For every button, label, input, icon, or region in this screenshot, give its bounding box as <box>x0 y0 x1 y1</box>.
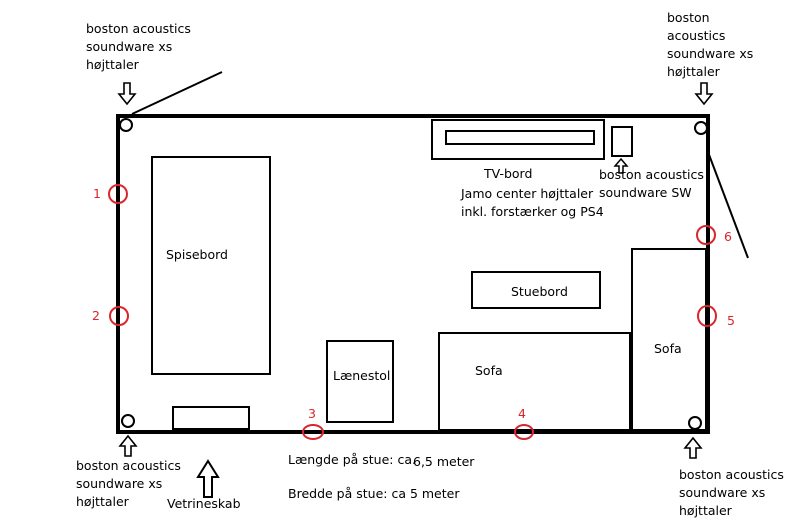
speaker-label-line: boston acoustics <box>86 21 191 36</box>
speaker-label-line: højttaler <box>679 503 732 518</box>
speaker-label-top-right: boston acoustics soundware xs højttaler <box>667 9 753 81</box>
sofa-right-label: Sofa <box>654 341 682 356</box>
width-label: Bredde på stue: ca 5 meter <box>288 486 460 501</box>
speaker-label-line: højttaler <box>86 57 139 72</box>
arrow-down-top-left <box>117 82 137 106</box>
length-value: 6,5 meter <box>413 454 475 469</box>
speaker-label-top-left: boston acoustics soundware xs højttaler <box>86 20 191 74</box>
speaker-label-line: boston acoustics <box>679 467 784 482</box>
speaker-top-right <box>694 121 708 135</box>
arrow-down-top-right <box>694 82 714 106</box>
speaker-bottom-right <box>688 416 702 430</box>
cabinet-label: Vetrineskab <box>167 496 241 511</box>
arrow-up-bottom-left <box>118 434 138 457</box>
tv-screen <box>445 130 595 145</box>
dining-table-label: Spisebord <box>166 247 228 262</box>
arrow-up-cabinet <box>196 459 220 498</box>
speaker-top-left <box>119 118 133 132</box>
length-label: Længde på stue: ca. <box>288 452 416 467</box>
tv-table-label: TV-bord <box>484 166 533 181</box>
cabinet <box>172 406 250 430</box>
marker-ellipse-5 <box>697 305 717 327</box>
speaker-label-line: soundware xs <box>667 46 754 61</box>
speaker-label-line: acoustics <box>667 28 726 43</box>
sofa-bottom <box>438 332 631 431</box>
speaker-label-bottom-left: boston acoustics soundware xs højttaler <box>76 457 181 511</box>
subwoofer-label-line: boston acoustics <box>599 167 704 182</box>
speaker-label-line: boston <box>667 10 710 25</box>
marker-ellipse-3 <box>302 424 324 440</box>
marker-number-6: 6 <box>724 229 732 244</box>
subwoofer <box>611 126 633 157</box>
door-line-top-left <box>131 71 223 115</box>
speaker-label-bottom-right: boston acoustics soundware xs højttaler <box>679 466 784 520</box>
speaker-label-line: højttaler <box>667 64 720 79</box>
tv-table <box>431 119 605 160</box>
speaker-bottom-left <box>121 414 135 428</box>
sofa-bottom-label: Sofa <box>475 363 503 378</box>
center-speaker-label-line: Jamo center højttaler <box>461 186 594 201</box>
marker-number-2: 2 <box>92 308 100 323</box>
arrow-up-bottom-right <box>683 436 703 459</box>
door-line-right <box>707 151 749 259</box>
coffee-table-label: Stuebord <box>511 284 568 299</box>
sofa-right <box>631 248 707 431</box>
marker-ellipse-6 <box>696 225 716 245</box>
marker-ellipse-2 <box>109 306 129 326</box>
marker-ellipse-1 <box>108 184 128 204</box>
speaker-label-line: soundware xs <box>86 39 173 54</box>
subwoofer-label-line: soundware SW <box>599 185 692 200</box>
marker-number-1: 1 <box>93 186 101 201</box>
speaker-label-line: højttaler <box>76 494 129 509</box>
coffee-table <box>471 271 601 309</box>
armchair <box>326 340 394 423</box>
marker-number-4: 4 <box>518 406 526 421</box>
marker-ellipse-4 <box>514 424 534 440</box>
speaker-label-line: boston acoustics <box>76 458 181 473</box>
marker-number-5: 5 <box>727 313 735 328</box>
speaker-label-line: soundware xs <box>76 476 163 491</box>
armchair-label: Lænestol <box>333 368 391 383</box>
arrow-up-subwoofer <box>613 157 629 174</box>
room-outline <box>116 114 710 434</box>
center-speaker-label: Jamo center højttaler inkl. forstærker o… <box>461 185 604 221</box>
speaker-label-line: soundware xs <box>679 485 766 500</box>
center-speaker-label-line: inkl. forstærker og PS4 <box>461 204 604 219</box>
subwoofer-label: boston acoustics soundware SW <box>599 166 704 202</box>
dining-table <box>151 156 271 375</box>
marker-number-3: 3 <box>308 406 316 421</box>
